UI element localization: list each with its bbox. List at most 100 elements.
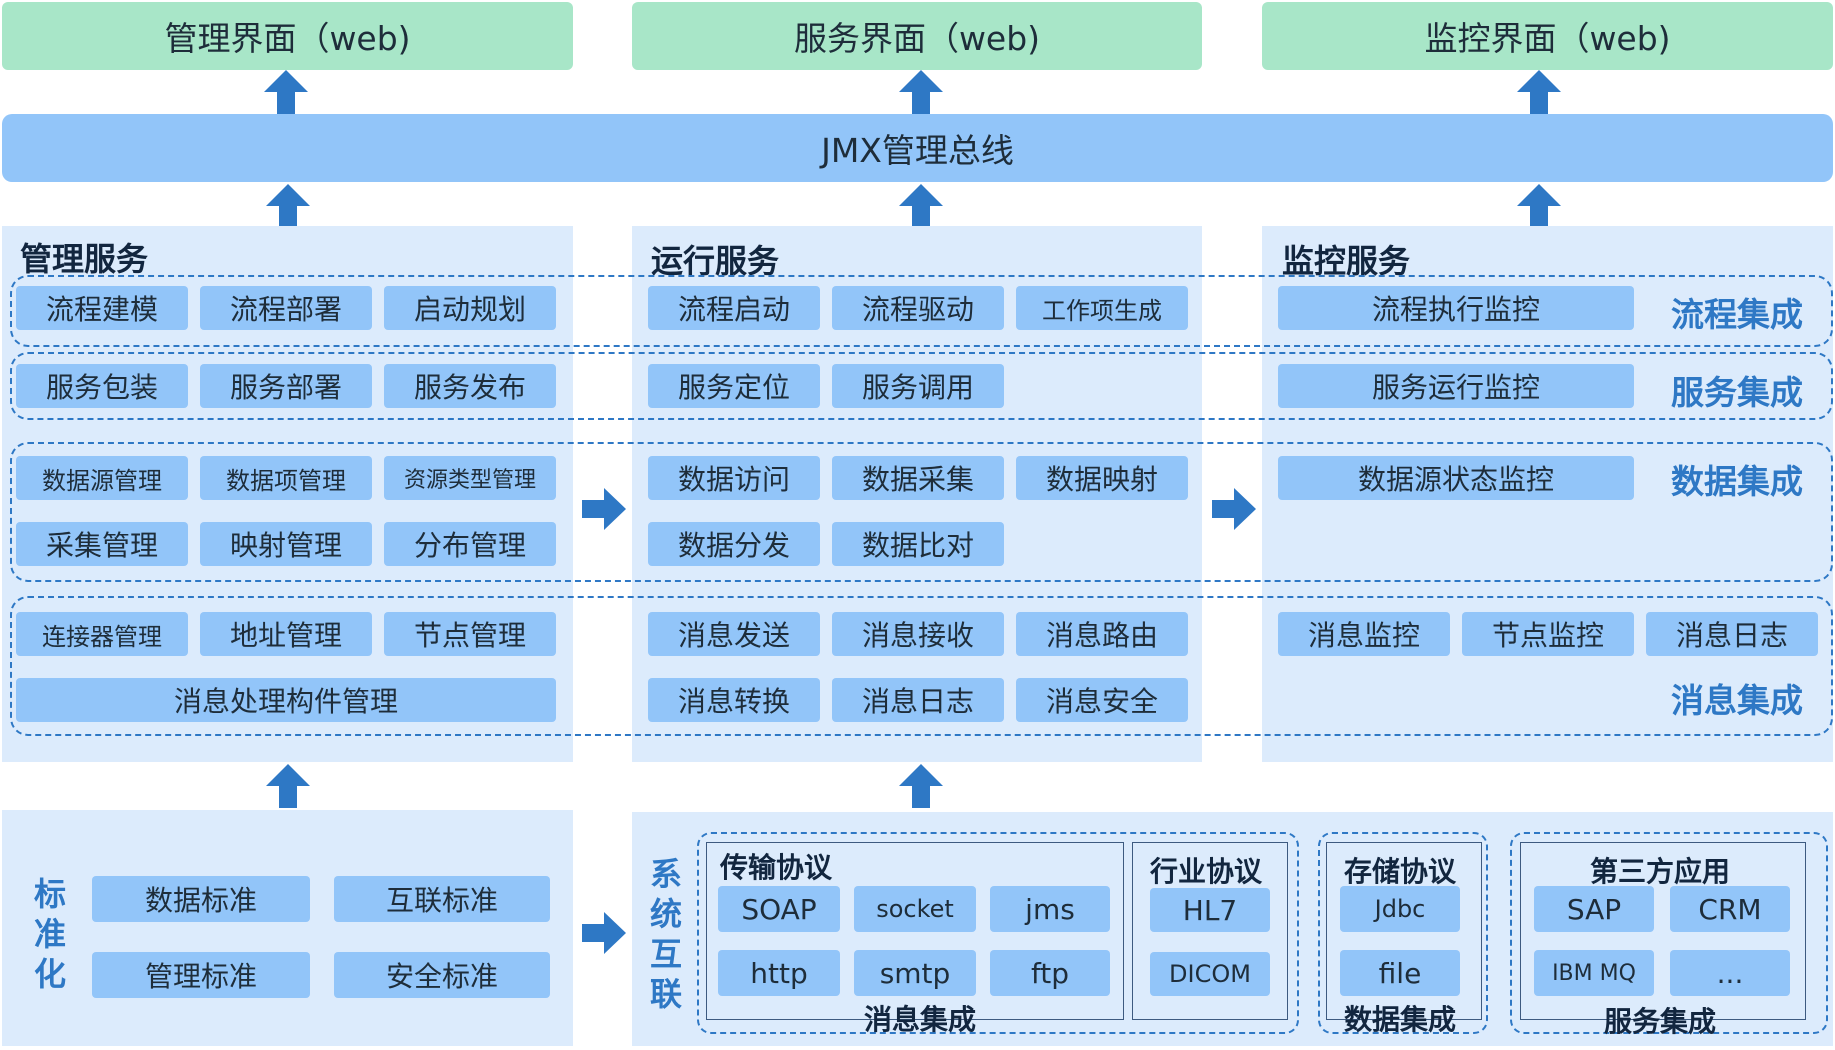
monitor-service-title: 监控服务 bbox=[1282, 242, 1411, 280]
chip-datasource-mgmt: 数据源管理 bbox=[16, 456, 188, 500]
chip-msg-monitor: 消息监控 bbox=[1278, 612, 1450, 656]
jmx-bus-label: JMX管理总线 bbox=[821, 131, 1014, 170]
up-arrow-icon bbox=[266, 764, 310, 808]
chip-msg-log-monitor: 消息日志 bbox=[1646, 612, 1818, 656]
service-integration-band bbox=[10, 352, 1833, 420]
chip-distribution-mgmt: 分布管理 bbox=[384, 522, 556, 566]
jmx-bus: JMX管理总线 bbox=[2, 114, 1833, 182]
chip-file: file bbox=[1340, 950, 1460, 996]
chip-process-deploy: 流程部署 bbox=[200, 286, 372, 330]
chip-crm: CRM bbox=[1670, 886, 1790, 932]
chip-management-standard: 管理标准 bbox=[92, 952, 310, 998]
up-arrow-icon bbox=[899, 764, 943, 808]
chip-service-deploy: 服务部署 bbox=[200, 364, 372, 408]
service-protocol-group bbox=[1510, 832, 1828, 1034]
chip-http: http bbox=[718, 950, 840, 996]
chip-smtp: smtp bbox=[854, 950, 976, 996]
right-arrow-icon bbox=[1212, 488, 1256, 530]
chip-interconnect-standard: 互联标准 bbox=[334, 876, 550, 922]
flow-integration-label: 流程集成 bbox=[1671, 295, 1803, 334]
chip-data-distribute: 数据分发 bbox=[648, 522, 820, 566]
industry-protocol-box bbox=[1132, 842, 1288, 1020]
chip-msg-receive: 消息接收 bbox=[832, 612, 1004, 656]
chip-service-locate: 服务定位 bbox=[648, 364, 820, 408]
service-integration-label: 服务集成 bbox=[1671, 373, 1803, 412]
chip-datasource-status-monitor: 数据源状态监控 bbox=[1278, 456, 1634, 500]
chip-jdbc: Jdbc bbox=[1340, 886, 1460, 932]
right-arrow-icon bbox=[582, 488, 626, 530]
service-ui-label: 服务界面（web) bbox=[793, 19, 1041, 58]
chip-sap: SAP bbox=[1534, 886, 1654, 932]
management-service-title: 管理服务 bbox=[20, 240, 149, 278]
chip-msg-route: 消息路由 bbox=[1016, 612, 1188, 656]
up-arrow-icon bbox=[1517, 70, 1561, 114]
chip-data-collect: 数据采集 bbox=[832, 456, 1004, 500]
chip-socket: socket bbox=[854, 886, 976, 932]
chip-node-mgmt: 节点管理 bbox=[384, 612, 556, 656]
chip-process-drive: 流程驱动 bbox=[832, 286, 1004, 330]
chip-hl7: HL7 bbox=[1150, 888, 1270, 932]
data-protocol-group bbox=[1318, 832, 1488, 1034]
chip-collect-mgmt: 采集管理 bbox=[16, 522, 188, 566]
data-integration-band bbox=[10, 442, 1833, 582]
message-integration-label: 消息集成 bbox=[1671, 681, 1803, 720]
message-integration-band bbox=[10, 596, 1833, 736]
chip-workitem-gen: 工作项生成 bbox=[1016, 286, 1188, 330]
chip-service-wrap: 服务包装 bbox=[16, 364, 188, 408]
chip-service-invoke: 服务调用 bbox=[832, 364, 1004, 408]
up-arrow-icon bbox=[264, 70, 308, 114]
monitor-ui-label: 监控界面（web) bbox=[1424, 19, 1671, 58]
runtime-service-title: 运行服务 bbox=[651, 242, 780, 280]
storage-protocol-title: 存储协议 bbox=[1344, 855, 1457, 888]
chip-soap: SOAP bbox=[718, 886, 840, 932]
chip-service-publish: 服务发布 bbox=[384, 364, 556, 408]
interconnect-title: 系统互联 bbox=[649, 855, 682, 1013]
up-arrow-icon bbox=[899, 70, 943, 114]
transport-protocol-box bbox=[706, 842, 1124, 1020]
chip-service-run-monitor: 服务运行监控 bbox=[1278, 364, 1634, 408]
chip-connector-mgmt: 连接器管理 bbox=[16, 612, 188, 656]
management-ui-label: 管理界面（web) bbox=[164, 19, 411, 58]
industry-protocol-title: 行业协议 bbox=[1150, 855, 1263, 888]
up-arrow-icon bbox=[1517, 184, 1561, 228]
chip-dicom: DICOM bbox=[1150, 952, 1270, 996]
chip-msg-log: 消息日志 bbox=[832, 678, 1004, 722]
storage-protocol-box bbox=[1326, 842, 1482, 1020]
chip-msg-send: 消息发送 bbox=[648, 612, 820, 656]
up-arrow-icon bbox=[899, 184, 943, 228]
up-arrow-icon bbox=[266, 184, 310, 228]
standards-panel bbox=[2, 810, 573, 1046]
chip-data-mapping: 数据映射 bbox=[1016, 456, 1188, 500]
chip-resourcetype-mgmt: 资源类型管理 bbox=[384, 456, 556, 500]
chip-node-monitor: 节点监控 bbox=[1462, 612, 1634, 656]
service-ui-box: 服务界面（web) bbox=[632, 2, 1202, 70]
flow-integration-band bbox=[10, 275, 1833, 347]
data-integration-group-label: 数据集成 bbox=[1344, 1003, 1457, 1036]
thirdparty-app-box bbox=[1520, 842, 1806, 1020]
chip-jms: jms bbox=[990, 886, 1110, 932]
standards-title: 标准化 bbox=[33, 875, 66, 993]
chip-process-exec-monitor: 流程执行监控 bbox=[1278, 286, 1634, 330]
right-arrow-icon bbox=[582, 912, 626, 954]
management-ui-box: 管理界面（web) bbox=[2, 2, 573, 70]
chip-mapping-mgmt: 映射管理 bbox=[200, 522, 372, 566]
chip-startup-plan: 启动规划 bbox=[384, 286, 556, 330]
monitor-ui-box: 监控界面（web) bbox=[1262, 2, 1833, 70]
chip-ibm-mq: IBM MQ bbox=[1534, 950, 1654, 996]
chip-message-component-mgmt: 消息处理构件管理 bbox=[16, 678, 556, 722]
transport-protocol-title: 传输协议 bbox=[720, 851, 833, 884]
data-integration-label: 数据集成 bbox=[1671, 462, 1803, 501]
message-protocol-group bbox=[697, 832, 1299, 1034]
chip-security-standard: 安全标准 bbox=[334, 952, 550, 998]
chip-msg-transform: 消息转换 bbox=[648, 678, 820, 722]
chip-process-modeling: 流程建模 bbox=[16, 286, 188, 330]
chip-msg-security: 消息安全 bbox=[1016, 678, 1188, 722]
chip-address-mgmt: 地址管理 bbox=[200, 612, 372, 656]
chip-more: ... bbox=[1670, 950, 1790, 996]
message-integration-group-label: 消息集成 bbox=[864, 1003, 977, 1036]
chip-ftp: ftp bbox=[990, 950, 1110, 996]
chip-dataitem-mgmt: 数据项管理 bbox=[200, 456, 372, 500]
chip-data-standard: 数据标准 bbox=[92, 876, 310, 922]
chip-process-start: 流程启动 bbox=[648, 286, 820, 330]
chip-data-access: 数据访问 bbox=[648, 456, 820, 500]
